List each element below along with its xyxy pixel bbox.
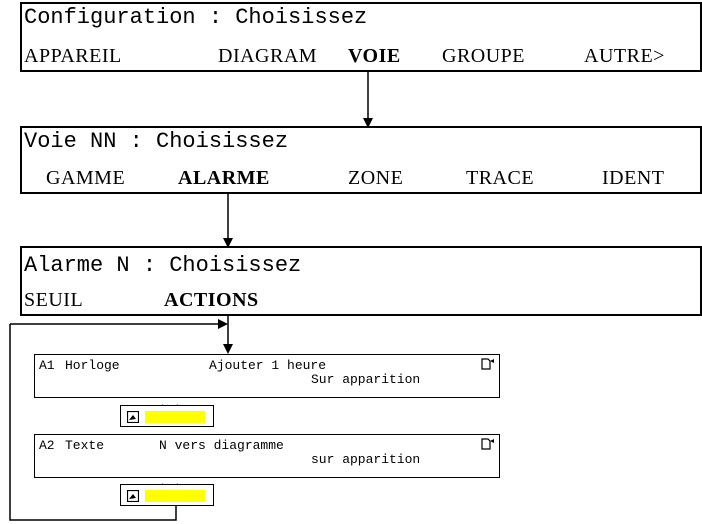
menu-item-gamme[interactable]: GAMME: [46, 167, 126, 189]
menu-item-voie[interactable]: VOIE: [348, 45, 401, 67]
screen-title: Alarme N : Choisissez: [24, 253, 302, 278]
action-trigger: Sur apparition: [311, 372, 421, 387]
menu-item-appareil[interactable]: APPAREIL: [24, 45, 122, 67]
action-trigger: sur apparition: [311, 452, 421, 467]
highlight-field: [145, 411, 205, 423]
menu-item-zone[interactable]: ZONE: [348, 167, 404, 189]
menu-item-groupe[interactable]: GROUPE: [442, 45, 526, 67]
action-name: Horloge: [65, 358, 120, 373]
action-label: A2: [39, 438, 55, 453]
menu-item-alarme[interactable]: ALARME: [178, 167, 270, 189]
menu-item-autre[interactable]: AUTRE>: [584, 45, 665, 67]
menu-item-trace[interactable]: TRACE: [466, 167, 535, 189]
action-row-a2[interactable]: A2 Texte N vers diagramme sur apparition: [34, 434, 500, 478]
action-label: A1: [39, 358, 55, 373]
menu-item-diagram[interactable]: DIAGRAM: [218, 45, 318, 67]
screen-title: Voie NN : Choisissez: [24, 129, 289, 154]
menu-item-seuil[interactable]: SEUIL: [24, 289, 84, 311]
configuration-screen: Configuration : Choisissez APPAREIL DIAG…: [20, 2, 702, 72]
alarme-screen: Alarme N : Choisissez SEUIL ACTIONS: [20, 246, 702, 316]
action-name: Texte: [65, 438, 105, 453]
document-icon: [481, 358, 494, 370]
screen-title: Configuration : Choisissez: [24, 5, 368, 30]
loop-back-line: [9, 324, 177, 521]
a1-value-tag[interactable]: [120, 405, 214, 427]
a2-value-tag[interactable]: [120, 484, 214, 506]
document-icon: [481, 438, 494, 450]
action-row-a1[interactable]: A1 Horloge Ajouter 1 heure Sur apparitio…: [34, 354, 500, 398]
menu-item-ident[interactable]: IDENT: [602, 167, 665, 189]
menu-item-actions[interactable]: ACTIONS: [164, 289, 259, 311]
voie-screen: Voie NN : Choisissez GAMME ALARME ZONE T…: [20, 126, 702, 194]
edit-icon: [127, 411, 139, 423]
highlight-field: [145, 490, 205, 502]
edit-icon: [127, 490, 139, 502]
action-description: N vers diagramme: [159, 438, 284, 453]
action-description: Ajouter 1 heure: [209, 358, 327, 373]
